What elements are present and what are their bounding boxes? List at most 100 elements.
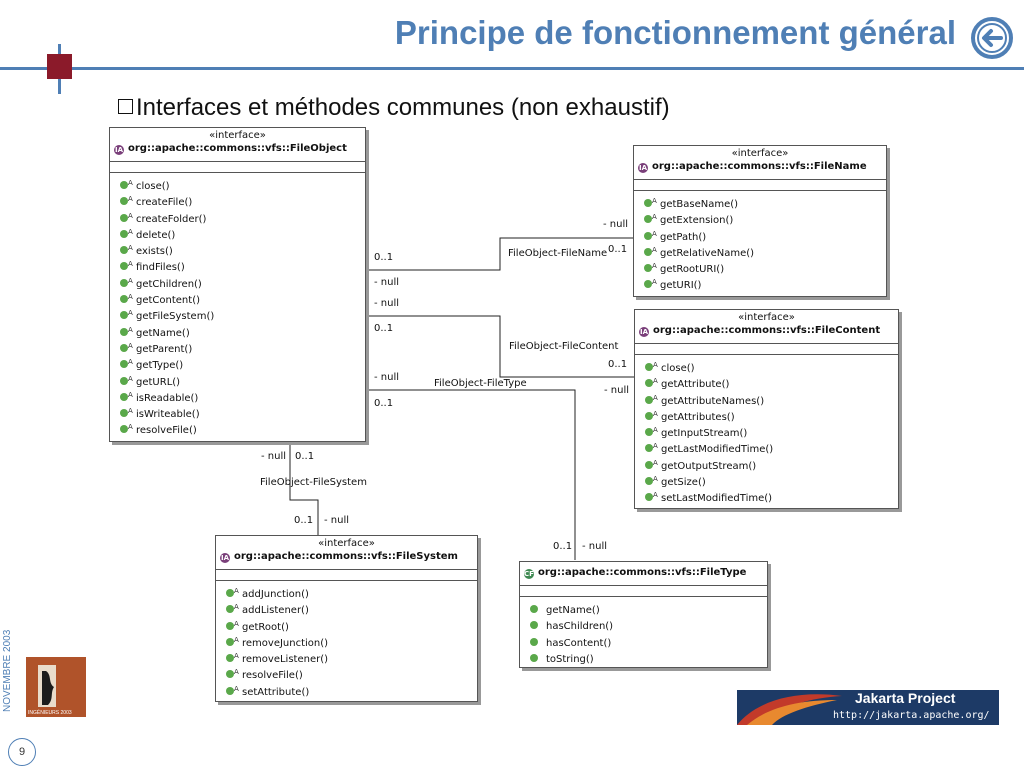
method-item: getLastModifiedTime() — [645, 438, 898, 458]
method-item: getChildren() — [120, 273, 365, 293]
method-name: getSize() — [661, 477, 706, 489]
method-item: close() — [120, 175, 365, 195]
abstract-method-icon — [120, 175, 133, 191]
method-name: getBaseName() — [660, 199, 739, 210]
method-name: removeListener() — [242, 654, 329, 666]
method-item: isWriteable() — [120, 403, 365, 423]
method-item: createFile() — [120, 191, 365, 211]
method-item: getType() — [120, 354, 365, 374]
abstract-method-icon — [644, 226, 657, 242]
abstract-method-icon — [226, 664, 239, 680]
method-name: setAttribute() — [242, 686, 310, 698]
abstract-method-icon — [120, 371, 133, 387]
stereotype-label: «interface» — [738, 312, 795, 323]
abstract-method-icon — [120, 354, 133, 370]
multiplicity-label: 0..1 — [374, 398, 394, 409]
abstract-method-icon — [120, 322, 133, 338]
abstract-method-icon — [645, 357, 658, 373]
method-item: getAttribute() — [645, 373, 898, 393]
abstract-method-icon — [644, 209, 657, 225]
back-arrow-icon[interactable] — [970, 16, 1014, 60]
method-list: close()getAttribute() getAttributeNames()… — [635, 355, 898, 512]
method-item: getBaseName() — [644, 193, 886, 213]
method-name: setLastModifiedTime() — [661, 493, 773, 505]
bullet-text: Interfaces et méthodes communes (non exh… — [136, 94, 670, 121]
method-name: getAttributeNames() — [661, 395, 765, 407]
abstract-method-icon — [645, 373, 658, 389]
jakarta-logo: Jakarta Project http://jakarta.apache.or… — [737, 690, 999, 725]
abstract-method-icon — [645, 438, 658, 454]
method-item: setLastModifiedTime() — [645, 487, 898, 507]
method-item: getRootURI() — [644, 258, 886, 278]
multiplicity-label: 0..1 — [295, 451, 315, 462]
method-name: delete() — [136, 229, 176, 241]
role-label: - null — [582, 541, 608, 552]
abstract-method-icon — [645, 390, 658, 406]
method-name: findFiles() — [136, 262, 185, 274]
method-item: getExtension() — [644, 209, 886, 229]
method-item: isReadable() — [120, 387, 365, 407]
method-name: removeJunction() — [242, 637, 329, 649]
attribute-compartment — [216, 570, 477, 581]
stereotype-label: «interface» — [318, 538, 375, 549]
method-item: getRoot() — [226, 616, 477, 636]
method-name: exists() — [136, 246, 173, 258]
association-name-label: FileObject-FileType — [434, 378, 527, 389]
method-name: getLastModifiedTime() — [661, 444, 774, 456]
method-name: getChildren() — [136, 278, 202, 290]
method-name: toString() — [546, 653, 594, 665]
abstract-method-icon — [226, 599, 239, 615]
association-name-label: FileObject-FileName — [508, 248, 608, 259]
abstract-method-icon — [645, 406, 658, 422]
abstract-method-icon — [120, 387, 133, 403]
bullet-point: Interfaces et méthodes communes (non exh… — [118, 94, 670, 122]
abstract-method-icon — [120, 208, 133, 224]
method-name: getOutputStream() — [661, 460, 757, 472]
method-item: setAttribute() — [226, 681, 477, 701]
date-label: NOVEMBRE 2003 — [2, 629, 13, 712]
method-name: getURI() — [660, 280, 702, 292]
method-name: createFile() — [136, 197, 193, 209]
abstract-method-icon — [645, 471, 658, 487]
abstract-method-icon — [226, 648, 239, 664]
method-item: getName() — [530, 603, 767, 619]
method-item: hasChildren() — [530, 619, 767, 635]
abstract-method-icon — [645, 487, 658, 503]
slide-title: Principe de fonctionnement général — [394, 14, 956, 51]
method-item: getFileSystem() — [120, 305, 365, 325]
method-name: getName() — [136, 327, 190, 339]
association-name-label: FileObject-FileSystem — [260, 477, 367, 488]
abstract-method-icon — [120, 305, 133, 321]
method-name: getName() — [546, 605, 600, 616]
method-name: getFileSystem() — [136, 311, 215, 323]
method-name: hasChildren() — [546, 621, 614, 633]
ingenieurs-logo-text: INGÉNIEURS 2003 — [28, 710, 72, 716]
method-item: getAttributes() — [645, 406, 898, 426]
method-name: createFolder() — [136, 213, 207, 225]
method-icon — [530, 621, 538, 630]
method-name: addJunction() — [242, 589, 309, 600]
multiplicity-label: 0..1 — [608, 244, 628, 255]
method-item: resolveFile() — [120, 419, 365, 439]
attribute-compartment — [110, 162, 365, 173]
abstract-method-icon — [645, 455, 658, 471]
class-icon: CF — [524, 569, 534, 579]
method-name: getInputStream() — [661, 428, 748, 440]
abstract-method-icon — [644, 193, 657, 209]
class-name: org::apache::commons::vfs::FileContent — [653, 325, 881, 336]
class-name: org::apache::commons::vfs::FileObject — [128, 143, 347, 154]
association-name-label: FileObject-FileContent — [509, 341, 619, 352]
interface-icon: IA — [638, 163, 648, 173]
role-label: - null — [603, 219, 629, 230]
method-item: createFolder() — [120, 208, 365, 228]
method-item: close() — [645, 357, 898, 377]
method-name: isReadable() — [136, 392, 199, 404]
method-name: resolveFile() — [136, 425, 197, 437]
abstract-method-icon — [226, 616, 239, 632]
method-list: close() createFile() createFolder() delete(… — [110, 173, 365, 444]
